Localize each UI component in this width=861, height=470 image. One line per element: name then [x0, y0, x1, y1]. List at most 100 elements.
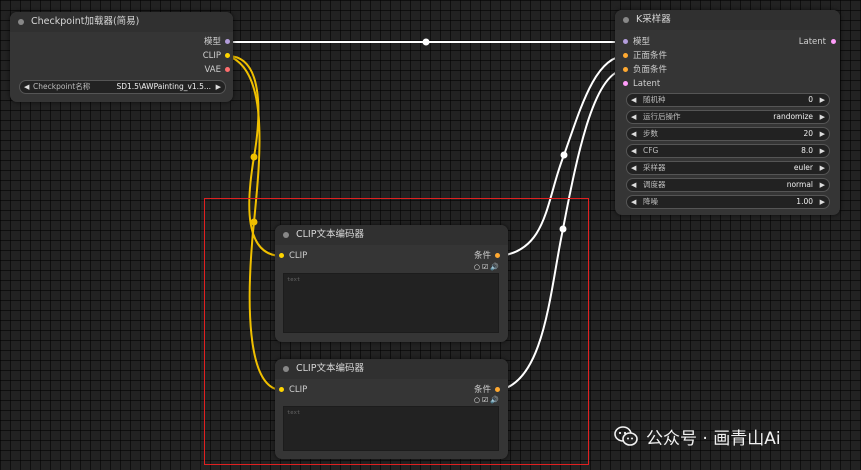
- increment-arrow-icon[interactable]: ▶: [819, 96, 825, 104]
- increment-arrow-icon[interactable]: ▶: [819, 147, 825, 155]
- checkpoint-loader-header[interactable]: Checkpoint加载器(简易): [10, 12, 233, 32]
- scheduler-label: 调度器: [643, 180, 666, 189]
- conditioning-socket-icon[interactable]: [495, 253, 500, 258]
- clip-text-encode-node-2[interactable]: CLIP文本编码器 CLIP 条件 ○☑🔊 text: [275, 359, 508, 459]
- checkpoint-name-value: SD1.5\AWPainting_v1.5...: [116, 82, 211, 91]
- checkbox-icon[interactable]: ☑: [482, 263, 489, 271]
- conditioning-socket-icon[interactable]: [495, 387, 500, 392]
- decrement-arrow-icon[interactable]: ◀: [631, 96, 637, 104]
- clip-socket-icon[interactable]: [225, 53, 230, 58]
- input-negative[interactable]: 负面条件: [623, 64, 668, 76]
- conditioning-socket-icon[interactable]: [623, 53, 628, 58]
- clip-socket-icon[interactable]: [279, 253, 284, 258]
- model-socket-icon[interactable]: [225, 39, 230, 44]
- denoise-widget[interactable]: ◀ 降噪 1.00 ▶: [626, 195, 830, 209]
- output-clip-label: CLIP: [202, 51, 221, 61]
- model-socket-icon[interactable]: [623, 39, 628, 44]
- ksampler-header[interactable]: K采样器: [615, 10, 840, 30]
- scheduler-value: normal: [786, 180, 813, 189]
- output-conditioning[interactable]: 条件: [473, 250, 500, 262]
- input-clip[interactable]: CLIP: [279, 250, 308, 262]
- output-conditioning-label: 条件: [473, 385, 491, 395]
- conditioning-socket-icon[interactable]: [623, 67, 628, 72]
- input-latent-label: Latent: [633, 79, 661, 89]
- steps-value: 20: [803, 129, 813, 138]
- prompt-placeholder: text: [287, 277, 301, 283]
- circle-icon[interactable]: ○: [473, 263, 480, 271]
- input-model[interactable]: 模型: [623, 36, 651, 48]
- checkpoint-name-combo[interactable]: ◀ Checkpoint名称 SD1.5\AWPainting_v1.5... …: [19, 80, 226, 94]
- denoise-value: 1.00: [796, 197, 813, 206]
- increment-arrow-icon[interactable]: ▶: [819, 181, 825, 189]
- prompt-textarea[interactable]: text: [283, 273, 499, 333]
- seed-label: 随机种: [643, 95, 666, 104]
- clip-wire-midpoint-1: [250, 153, 258, 161]
- clip-text-encode-header[interactable]: CLIP文本编码器: [275, 225, 508, 245]
- output-conditioning-label: 条件: [473, 251, 491, 261]
- output-conditioning[interactable]: 条件: [473, 384, 500, 396]
- sampler-value: euler: [793, 163, 813, 172]
- steps-widget[interactable]: ◀ 步数 20 ▶: [626, 127, 830, 141]
- output-model[interactable]: 模型: [204, 36, 230, 48]
- prompt-placeholder: text: [287, 410, 301, 416]
- checkbox-icon[interactable]: ☑: [482, 396, 489, 404]
- vae-socket-icon[interactable]: [225, 67, 230, 72]
- steps-label: 步数: [643, 129, 658, 138]
- decrement-arrow-icon[interactable]: ◀: [631, 164, 637, 172]
- latent-socket-icon[interactable]: [831, 39, 836, 44]
- input-model-label: 模型: [633, 37, 651, 47]
- output-vae-label: VAE: [204, 65, 221, 75]
- sampler-widget[interactable]: ◀ 采样器 euler ▶: [626, 161, 830, 175]
- scheduler-widget[interactable]: ◀ 调度器 normal ▶: [626, 178, 830, 192]
- control-after-generate-widget[interactable]: ◀ 运行后操作 randomize ▶: [626, 110, 830, 124]
- increment-arrow-icon[interactable]: ▶: [819, 113, 825, 121]
- circle-icon[interactable]: ○: [473, 396, 480, 404]
- clip-text-encode-header[interactable]: CLIP文本编码器: [275, 359, 508, 379]
- input-positive-label: 正面条件: [633, 51, 668, 61]
- speaker-icon[interactable]: 🔊: [490, 396, 499, 404]
- clip-socket-icon[interactable]: [279, 387, 284, 392]
- checkpoint-loader-node[interactable]: Checkpoint加载器(简易) 模型 CLIP VAE ◀ Checkpoi…: [10, 12, 233, 102]
- positive-cond-midpoint: [560, 151, 568, 159]
- latent-socket-icon[interactable]: [623, 81, 628, 86]
- input-positive[interactable]: 正面条件: [623, 50, 668, 62]
- seed-value: 0: [808, 95, 813, 104]
- collapse-dot-icon[interactable]: [623, 17, 629, 23]
- input-latent[interactable]: Latent: [623, 78, 661, 90]
- decrement-arrow-icon[interactable]: ◀: [631, 198, 637, 206]
- clip-wire-midpoint-2: [250, 218, 258, 226]
- text-toolbar: ○☑🔊: [472, 263, 499, 271]
- clip-text-encode-node-1[interactable]: CLIP文本编码器 CLIP 条件 ○☑🔊 text: [275, 225, 508, 342]
- output-clip[interactable]: CLIP: [202, 50, 230, 62]
- output-latent[interactable]: Latent: [799, 36, 836, 48]
- seed-widget[interactable]: ◀ 随机种 0 ▶: [626, 93, 830, 107]
- combo-left-arrow-icon[interactable]: ◀: [24, 83, 30, 91]
- decrement-arrow-icon[interactable]: ◀: [631, 147, 637, 155]
- control-after-generate-label: 运行后操作: [643, 112, 681, 121]
- speaker-icon[interactable]: 🔊: [490, 263, 499, 271]
- collapse-dot-icon[interactable]: [283, 366, 289, 372]
- cfg-label: CFG: [643, 146, 659, 155]
- decrement-arrow-icon[interactable]: ◀: [631, 130, 637, 138]
- increment-arrow-icon[interactable]: ▶: [819, 198, 825, 206]
- output-vae[interactable]: VAE: [204, 64, 230, 76]
- collapse-dot-icon[interactable]: [283, 232, 289, 238]
- clip-text-encode-title: CLIP文本编码器: [296, 363, 364, 374]
- increment-arrow-icon[interactable]: ▶: [819, 164, 825, 172]
- input-negative-label: 负面条件: [633, 65, 668, 75]
- cfg-widget[interactable]: ◀ CFG 8.0 ▶: [626, 144, 830, 158]
- ksampler-node[interactable]: K采样器 模型 正面条件 负面条件 Latent Latent ◀ 随机种 0 …: [615, 10, 840, 215]
- input-clip-label: CLIP: [289, 251, 308, 261]
- combo-right-arrow-icon[interactable]: ▶: [215, 83, 221, 91]
- input-clip[interactable]: CLIP: [279, 384, 308, 396]
- prompt-textarea[interactable]: text: [283, 406, 499, 451]
- collapse-dot-icon[interactable]: [18, 19, 24, 25]
- increment-arrow-icon[interactable]: ▶: [819, 130, 825, 138]
- denoise-label: 降噪: [643, 197, 658, 206]
- decrement-arrow-icon[interactable]: ◀: [631, 181, 637, 189]
- watermark-text: 公众号 · 画青山Ai: [646, 429, 781, 449]
- sampler-label: 采样器: [643, 163, 666, 172]
- input-clip-label: CLIP: [289, 385, 308, 395]
- decrement-arrow-icon[interactable]: ◀: [631, 113, 637, 121]
